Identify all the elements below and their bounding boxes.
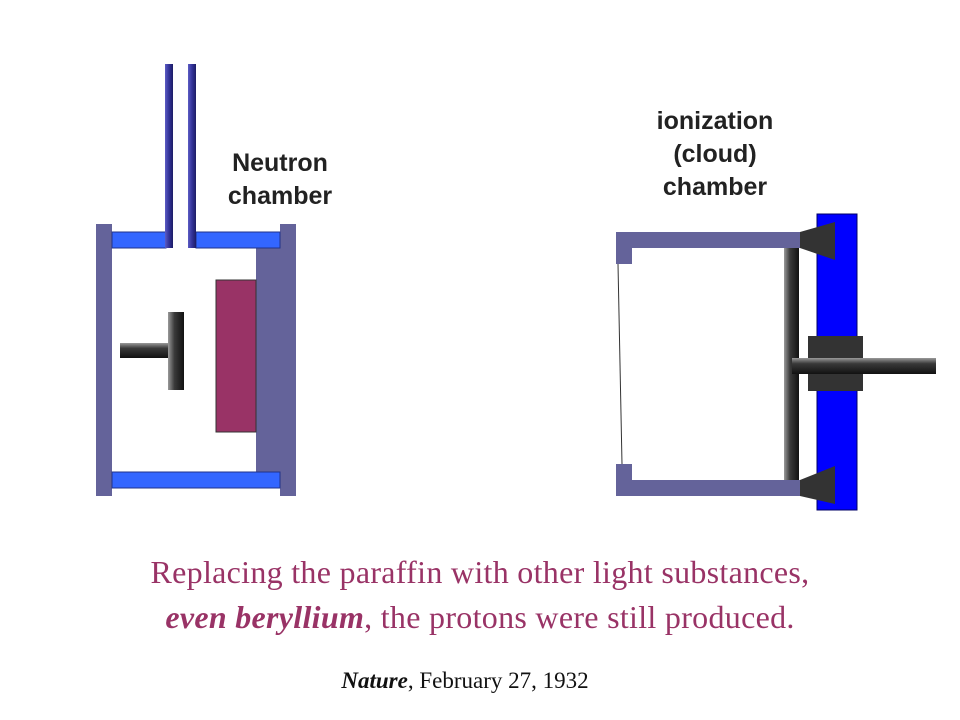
ion-label-line-3: chamber [662,173,768,201]
top-clamp [800,222,835,260]
bottom-plate [111,471,281,489]
neutron-chamber-label: Neutron chamber [200,147,360,213]
bottom-clamp [800,466,835,504]
caption-line-2: even beryllium, the protons were still p… [40,595,920,640]
caption-emphasis: even beryllium [165,599,365,635]
ionization-chamber [616,213,936,511]
caption-line-1: Replacing the paraffin with other light … [150,554,810,590]
ion-label-line-2: (cloud) [673,140,757,168]
ion-left-stub-top [616,248,632,264]
paraffin-block [215,279,257,433]
beryllium-disc [168,312,184,390]
citation: Nature, February 27, 1932 [0,668,930,694]
neutron-label-line-1: Neutron [232,149,328,177]
ion-left-stub-bottom [616,464,632,480]
top-plate-left [111,231,167,249]
vacuum-tube-left [165,64,173,248]
right-chamber-wall [280,224,296,496]
vacuum-tube-right [188,64,196,248]
ion-top-wall [616,232,824,248]
polonium-rod [120,343,168,358]
inner-electrode [784,248,799,480]
top-plate-right [195,231,281,249]
ionization-chamber-label: ionization (cloud) chamber [630,105,800,204]
ion-bottom-wall [616,480,824,496]
neutron-label-line-2: chamber [227,182,333,210]
output-rod [792,358,936,374]
citation-date: , February 27, 1932 [407,668,589,693]
citation-source: Nature [341,668,408,693]
caption-line-2-rest: , the protons were still produced. [364,599,795,635]
left-chamber-wall [96,224,112,496]
neutron-chamber [96,64,296,496]
ion-label-line-1: ionization [656,107,774,135]
caption: Replacing the paraffin with other light … [40,550,920,640]
inner-right-block [256,248,280,472]
ion-window-line [617,263,623,465]
